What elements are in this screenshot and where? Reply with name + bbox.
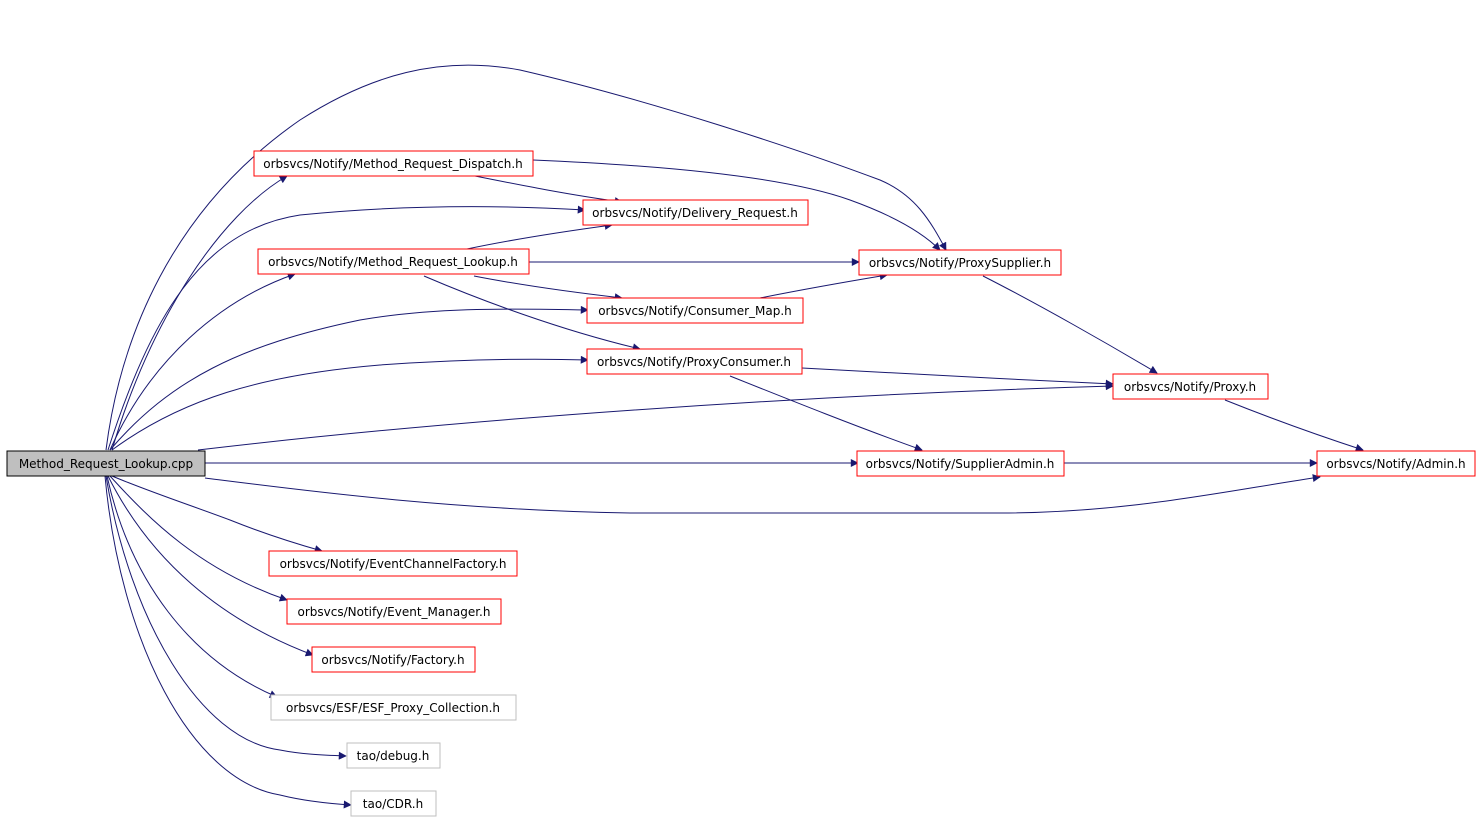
node-label[interactable]: orbsvcs/Notify/Method_Request_Lookup.h xyxy=(268,255,518,269)
node-method-request-dispatch[interactable]: orbsvcs/Notify/Method_Request_Dispatch.h xyxy=(253,150,534,177)
node-proxy-supplier[interactable]: orbsvcs/Notify/ProxySupplier.h xyxy=(858,249,1062,276)
node-label[interactable]: orbsvcs/Notify/ProxySupplier.h xyxy=(869,256,1051,270)
edge-root-to-event-channel-factory xyxy=(111,475,323,553)
node-event-manager[interactable]: orbsvcs/Notify/Event_Manager.h xyxy=(286,598,502,625)
node-label[interactable]: orbsvcs/Notify/ProxyConsumer.h xyxy=(597,355,791,369)
node-tao-cdr: tao/CDR.h xyxy=(350,790,437,817)
node-proxy-consumer[interactable]: orbsvcs/Notify/ProxyConsumer.h xyxy=(586,348,803,375)
node-admin[interactable]: orbsvcs/Notify/Admin.h xyxy=(1316,450,1476,477)
node-factory[interactable]: orbsvcs/Notify/Factory.h xyxy=(311,646,476,673)
edge-root-to-tao-debug xyxy=(105,475,347,760)
edge-root-to-admin xyxy=(204,474,1321,514)
edge-method-request-dispatch-to-delivery-request xyxy=(474,175,623,206)
edge-root-to-tao-cdr xyxy=(104,475,352,809)
node-supplier-admin[interactable]: orbsvcs/Notify/SupplierAdmin.h xyxy=(856,450,1065,477)
edge-root-to-method-request-dispatch xyxy=(111,175,288,451)
edge-method-request-lookup-to-proxy-consumer xyxy=(423,275,641,352)
edge-root-to-esf-proxy-collection xyxy=(106,475,278,698)
node-event-channel-factory[interactable]: orbsvcs/Notify/EventChannelFactory.h xyxy=(268,550,518,577)
node-method-request-lookup[interactable]: orbsvcs/Notify/Method_Request_Lookup.h xyxy=(257,248,530,275)
node-label[interactable]: orbsvcs/Notify/Delivery_Request.h xyxy=(592,206,798,220)
root-file-label: Method_Request_Lookup.cpp xyxy=(19,457,193,471)
edge-proxy-consumer-to-proxy xyxy=(801,367,1114,388)
node-label[interactable]: orbsvcs/Notify/Admin.h xyxy=(1326,457,1465,471)
edge-root-to-proxy-supplier xyxy=(105,64,947,451)
node-label[interactable]: orbsvcs/Notify/Event_Manager.h xyxy=(298,605,491,619)
edge-root-to-proxy xyxy=(197,382,1114,451)
node-label: tao/CDR.h xyxy=(363,797,423,811)
node-proxy[interactable]: orbsvcs/Notify/Proxy.h xyxy=(1112,373,1269,400)
node-label[interactable]: orbsvcs/Notify/EventChannelFactory.h xyxy=(280,557,507,571)
edge-root-to-method-request-lookup xyxy=(109,272,296,451)
node-label[interactable]: orbsvcs/Notify/SupplierAdmin.h xyxy=(866,457,1055,471)
node-label[interactable]: orbsvcs/Notify/Consumer_Map.h xyxy=(598,304,792,318)
node-label[interactable]: orbsvcs/Notify/Method_Request_Dispatch.h xyxy=(263,157,523,171)
edge-method-request-lookup-to-consumer-map xyxy=(473,275,623,302)
edge-consumer-map-to-proxy-supplier xyxy=(759,272,888,299)
edge-method-request-lookup-to-delivery-request xyxy=(466,221,613,250)
edge-root-to-event-manager xyxy=(109,475,288,602)
node-esf-proxy-collection: orbsvcs/ESF/ESF_Proxy_Collection.h xyxy=(270,694,517,721)
node-label[interactable]: orbsvcs/Notify/Factory.h xyxy=(321,653,464,667)
edge-proxy-consumer-to-supplier-admin xyxy=(729,375,923,452)
node-label: tao/debug.h xyxy=(357,749,430,763)
node-delivery-request[interactable]: orbsvcs/Notify/Delivery_Request.h xyxy=(582,199,809,226)
edge-root-to-factory xyxy=(107,475,314,657)
root-file-node: Method_Request_Lookup.cpp xyxy=(6,450,206,477)
edge-root-to-consumer-map xyxy=(109,305,589,451)
edge-proxy-supplier-to-proxy xyxy=(982,275,1158,374)
edge-root-to-proxy-consumer xyxy=(111,355,589,451)
edge-root-to-delivery-request xyxy=(107,205,586,451)
node-label: orbsvcs/ESF/ESF_Proxy_Collection.h xyxy=(286,701,500,715)
node-tao-debug: tao/debug.h xyxy=(346,742,441,769)
node-consumer-map[interactable]: orbsvcs/Notify/Consumer_Map.h xyxy=(586,297,804,324)
edge-proxy-to-admin xyxy=(1224,399,1364,452)
edge-method-request-dispatch-to-proxy-supplier xyxy=(532,159,941,251)
node-label[interactable]: orbsvcs/Notify/Proxy.h xyxy=(1124,380,1256,394)
